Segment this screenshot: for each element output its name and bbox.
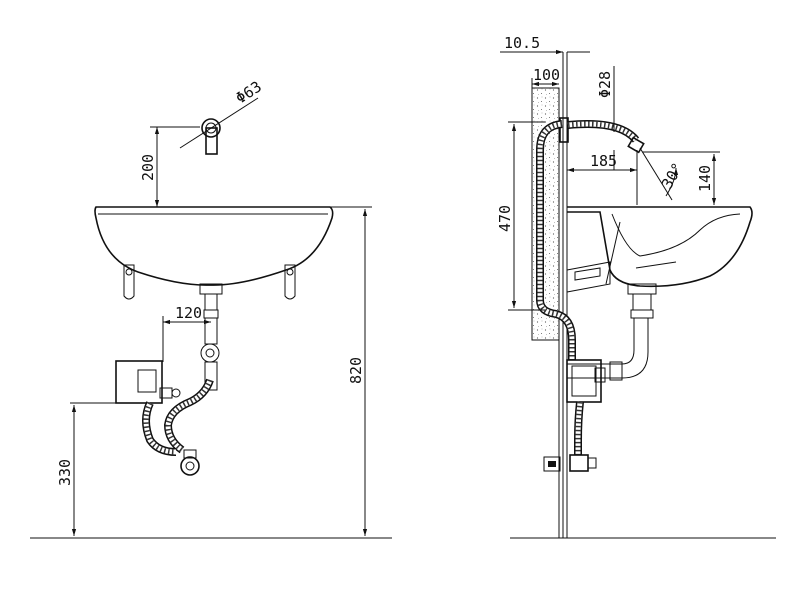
dim-spout-tip-diameter-side: Φ28 xyxy=(596,71,614,98)
dim-offset-front: 120 xyxy=(175,304,202,322)
basin-side xyxy=(566,206,753,293)
dim-spout-diameter-front: Φ63 xyxy=(232,78,265,108)
control-box-front xyxy=(115,360,181,404)
dim-reach-side: 185 xyxy=(590,152,617,170)
waste-pipe-front xyxy=(199,283,223,391)
dim-angle-side: 30° xyxy=(658,160,687,192)
dim-plate-side: 10.5 xyxy=(504,34,540,52)
dim-spout-height-front: 200 xyxy=(139,154,157,181)
dim-hose-span-side: 470 xyxy=(496,205,514,232)
dim-box-height-front: 330 xyxy=(56,459,74,486)
side-view: 10.5 100 Φ28 185 30° 140 470 xyxy=(496,34,776,539)
dim-tip-height-side: 140 xyxy=(696,165,714,192)
hose-front xyxy=(142,378,214,456)
basin-front xyxy=(94,206,334,300)
angle-valve-front xyxy=(180,449,200,476)
control-box-side xyxy=(566,344,606,403)
angle-valve-side xyxy=(543,454,597,472)
hose-side xyxy=(574,401,584,455)
dim-wall-side: 100 xyxy=(533,66,560,84)
dim-basin-height-front: 820 xyxy=(347,357,365,384)
front-view: Φ63 200 120 330 820 xyxy=(30,78,392,539)
wall-spout-side xyxy=(559,117,645,154)
